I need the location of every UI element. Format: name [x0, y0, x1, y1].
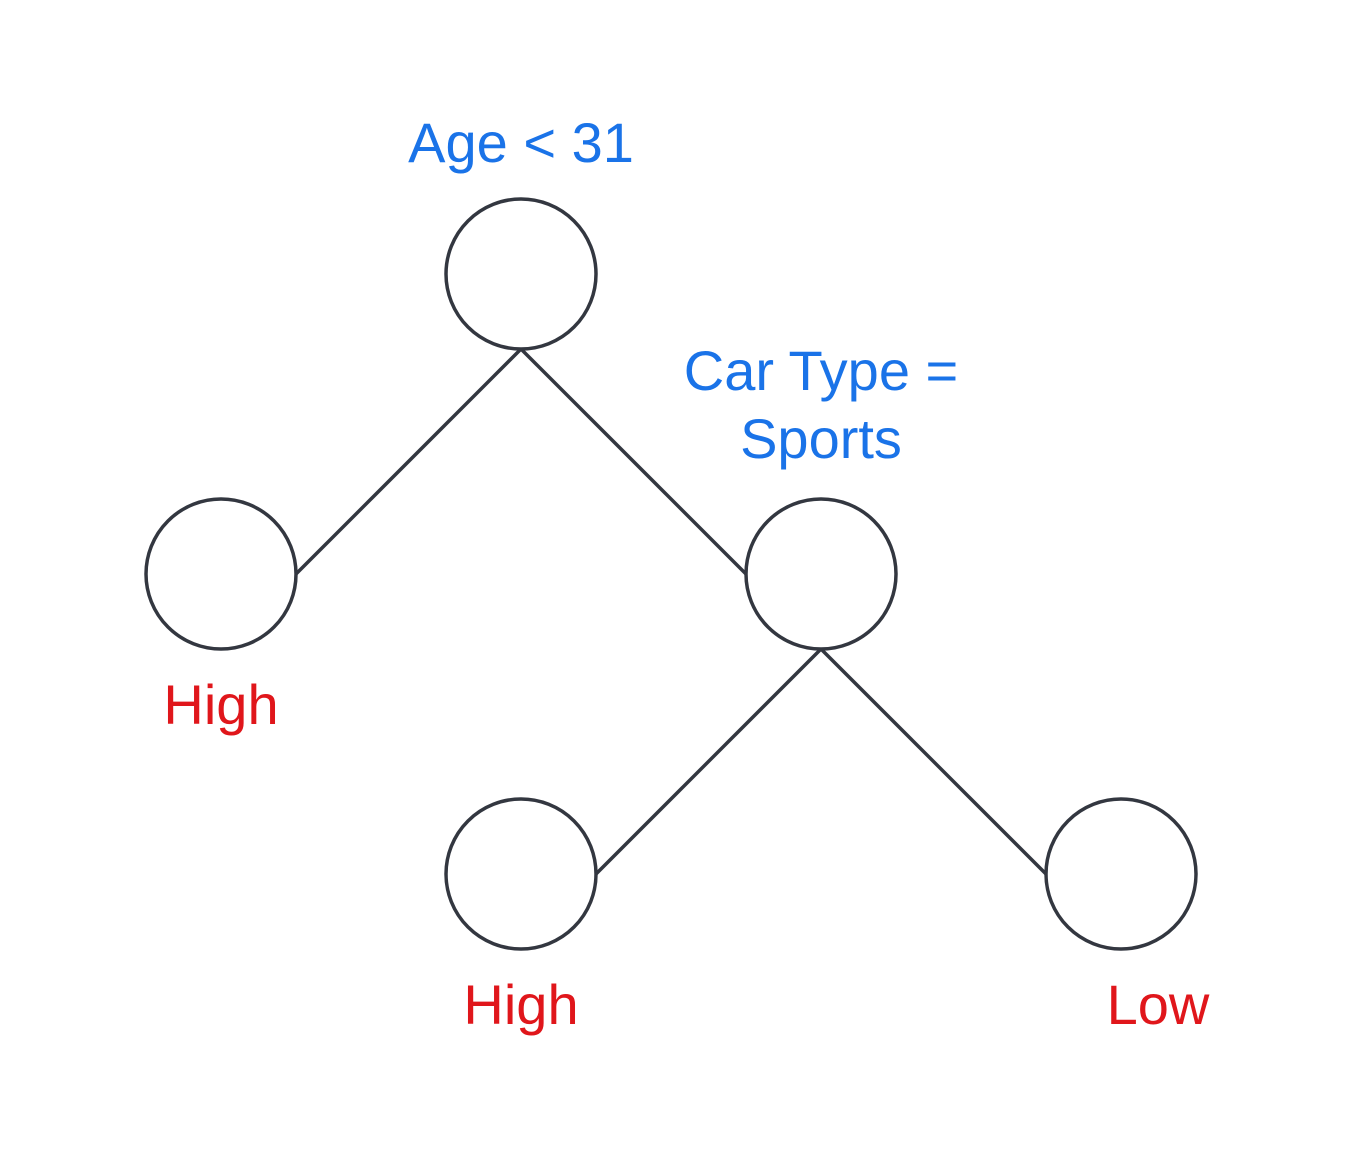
high-leaf-node: [444, 797, 598, 951]
car-type-node: [744, 497, 898, 651]
low-leaf-node: [1044, 797, 1198, 951]
high-leaf-label: High: [463, 973, 579, 1036]
root-condition-label: Age < 31: [408, 111, 634, 174]
root-node: [444, 197, 598, 351]
left-leaf-node: [144, 497, 298, 651]
low-leaf-label: Low: [1106, 973, 1210, 1036]
left-leaf-label: High: [163, 673, 279, 736]
car-type-condition-label-line1: Car Type =: [683, 339, 959, 402]
edge-car-type-to-low-leaf: [819, 647, 1048, 876]
car-type-condition-label-line2: Sports: [740, 407, 902, 470]
edge-car-type-to-high-leaf: [594, 647, 823, 876]
edge-root-to-left-leaf: [294, 347, 523, 576]
edge-root-to-car-type-node: [519, 347, 748, 576]
